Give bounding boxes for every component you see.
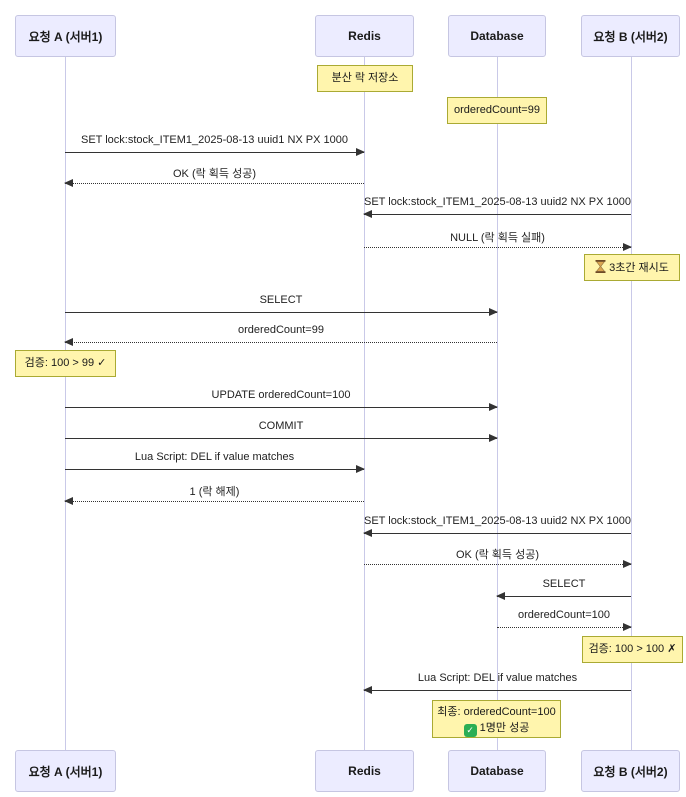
lifeline-request-a (65, 57, 66, 750)
note-verify-a: 검증: 100 > 99 ✓ (15, 350, 116, 377)
actor-request-a-bottom: 요청 A (서버1) (15, 750, 116, 792)
arrow-right-icon (65, 402, 498, 411)
message-label: Lua Script: DEL if value matches (417, 672, 578, 684)
actor-database-top: Database (448, 15, 546, 57)
note-final-line2-text: 1명만 성공 (479, 722, 530, 734)
message-label: SET lock:stock_ITEM1_2025-08-13 uuid2 NX… (364, 515, 632, 527)
arrow-right-icon (65, 147, 365, 156)
arrow-left-icon (496, 591, 631, 600)
note-retry-text: 3초간 재시도 (609, 262, 669, 274)
message-label: SELECT (542, 578, 586, 590)
message-orderedcount-99: orderedCount=99 (64, 324, 497, 346)
note-verify-b: 검증: 100 > 100 ✗ (582, 636, 683, 663)
message-label: Lua Script: DEL if value matches (134, 451, 295, 463)
message-lock-release: 1 (락 해제) (64, 483, 364, 505)
message-label: SET lock:stock_ITEM1_2025-08-13 uuid1 NX… (80, 134, 348, 146)
message-select-a: SELECT (65, 294, 498, 316)
message-label: orderedCount=99 (238, 324, 324, 336)
note-final-line2: ✓1명만 성공 (435, 720, 558, 737)
message-orderedcount-100: orderedCount=100 (497, 609, 632, 631)
message-set-lock-a: SET lock:stock_ITEM1_2025-08-13 uuid1 NX… (65, 134, 365, 156)
message-set-lock-b-retry: SET lock:stock_ITEM1_2025-08-13 uuid2 NX… (363, 515, 632, 537)
actor-redis-bottom: Redis (315, 750, 414, 792)
message-lua-del-a: Lua Script: DEL if value matches (65, 451, 365, 473)
note-final: 최종: orderedCount=100 ✓1명만 성공 (432, 700, 561, 738)
message-label: SELECT (259, 294, 303, 306)
note-retry: 3초간 재시도 (584, 254, 680, 281)
message-commit: COMMIT (65, 420, 498, 442)
message-update: UPDATE orderedCount=100 (65, 389, 498, 411)
arrow-left-icon (363, 685, 631, 694)
actor-request-a-top: 요청 A (서버1) (15, 15, 116, 57)
message-label: OK (락 획득 성공) (456, 549, 539, 561)
lifeline-redis (364, 57, 365, 750)
message-label: OK (락 획득 성공) (173, 168, 256, 180)
arrow-right-icon (364, 559, 632, 568)
arrow-left-icon (64, 178, 364, 187)
message-label: NULL (락 획득 실패) (450, 232, 545, 244)
arrow-left-icon (363, 528, 631, 537)
message-set-lock-b-fail: SET lock:stock_ITEM1_2025-08-13 uuid2 NX… (363, 196, 632, 218)
actor-redis-top: Redis (315, 15, 414, 57)
message-lock-ok-b: OK (락 획득 성공) (364, 546, 632, 568)
message-label: COMMIT (258, 420, 304, 432)
message-label: UPDATE orderedCount=100 (211, 389, 351, 401)
message-lock-ok-a: OK (락 획득 성공) (64, 165, 364, 187)
message-lua-del-b: Lua Script: DEL if value matches (363, 672, 631, 694)
arrow-right-icon (65, 433, 498, 442)
message-label: 1 (락 해제) (189, 486, 240, 498)
check-mark-button-icon: ✓ (463, 724, 477, 737)
arrow-left-icon (363, 209, 631, 218)
arrow-left-icon (64, 496, 364, 505)
note-redis-role: 분산 락 저장소 (317, 65, 413, 92)
actor-request-b-top: 요청 B (서버2) (581, 15, 680, 57)
actor-database-bottom: Database (448, 750, 546, 792)
actor-request-b-bottom: 요청 B (서버2) (581, 750, 680, 792)
message-lock-null-b: NULL (락 획득 실패) (364, 229, 632, 251)
message-label: orderedCount=100 (517, 609, 611, 621)
note-final-line1: 최종: orderedCount=100 (437, 706, 556, 718)
arrow-right-icon (497, 622, 632, 631)
message-label: SET lock:stock_ITEM1_2025-08-13 uuid2 NX… (364, 196, 632, 208)
arrow-right-icon (364, 242, 632, 251)
arrow-right-icon (65, 464, 365, 473)
arrow-right-icon (65, 307, 498, 316)
message-select-b: SELECT (496, 578, 631, 600)
arrow-left-icon (64, 337, 497, 346)
hourglass-icon (595, 260, 606, 273)
note-db-initial: orderedCount=99 (447, 97, 547, 124)
lifeline-request-b (631, 57, 632, 750)
